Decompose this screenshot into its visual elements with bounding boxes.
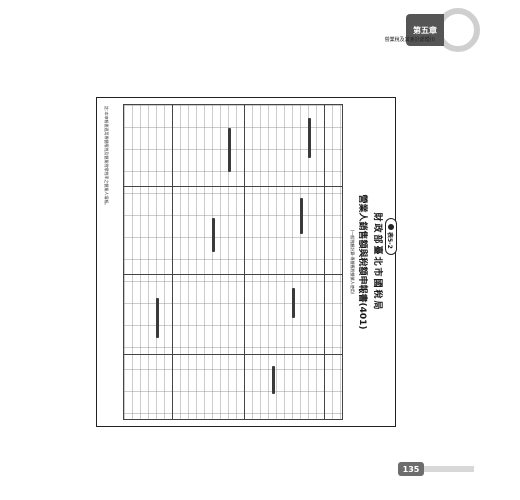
badge-dot-icon bbox=[388, 224, 394, 230]
grid-divider bbox=[172, 104, 173, 420]
handwritten-entry bbox=[272, 366, 275, 394]
grid-divider bbox=[123, 354, 343, 355]
handwritten-entry bbox=[228, 128, 231, 172]
form-image-area: 表5-2 財政部臺北市國稅局 營業人銷售額與稅額申報書(401) (一般稅額計算… bbox=[96, 97, 397, 427]
table-number-badge: 表5-2 bbox=[385, 218, 397, 255]
form-subtitle-note: (一般稅額計算-專營應稅營業人使用) bbox=[350, 229, 355, 295]
page-number-bar bbox=[424, 466, 474, 472]
chapter-subtitle: 營業稅及其會計處理(I) bbox=[384, 37, 435, 43]
handwritten-entry bbox=[300, 198, 303, 234]
handwritten-entry bbox=[292, 288, 295, 318]
grid-divider bbox=[123, 274, 343, 275]
form-footer-note: 註:本申報書適用專營應稅及營業稅零稅率之營業人填報。 bbox=[104, 106, 109, 208]
chapter-label: 第五章 bbox=[406, 14, 444, 46]
form-issuer: 財政部臺北市國稅局 bbox=[372, 212, 382, 312]
tax-return-form: 表5-2 財政部臺北市國稅局 營業人銷售額與稅額申報書(401) (一般稅額計算… bbox=[96, 97, 397, 427]
page-number: 135 bbox=[398, 462, 424, 476]
badge-label: 表5-2 bbox=[386, 232, 394, 249]
form-title: 營業人銷售額與稅額申報書(401) bbox=[357, 194, 367, 330]
handwritten-entry bbox=[156, 298, 159, 338]
handwritten-entry bbox=[212, 218, 215, 252]
grid-divider bbox=[244, 104, 245, 420]
grid-divider bbox=[324, 104, 325, 420]
grid-divider bbox=[123, 186, 343, 187]
handwritten-entry bbox=[308, 118, 311, 158]
form-title-block: 財政部臺北市國稅局 營業人銷售額與稅額申報書(401) (一般稅額計算-專營應稅… bbox=[349, 98, 385, 426]
